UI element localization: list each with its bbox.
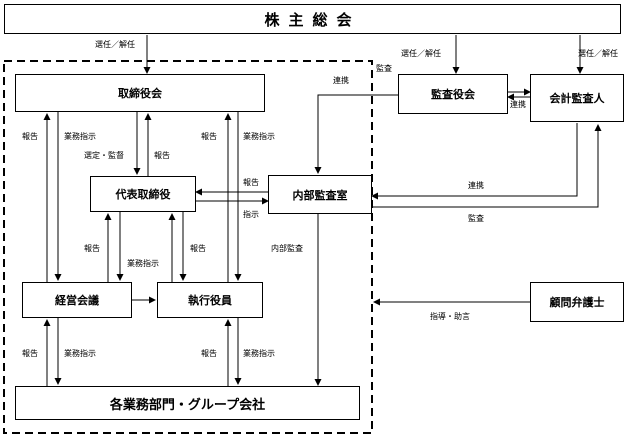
label-appoint-board: 選任／解任 [95, 40, 135, 49]
edge-accountant-ia [371, 123, 578, 200]
label-report-mm: 報告 [84, 244, 100, 253]
label-report-exec: 報告 [190, 244, 206, 253]
label-instruct-mm: 業務指示 [127, 259, 159, 268]
label-coop-right: 連携 [468, 181, 484, 190]
company-boundary [3, 60, 373, 434]
edge-audit-internal [314, 94, 398, 174]
label-report-to-rep: 報告 [243, 178, 259, 187]
label-audit-right: 監査 [468, 214, 484, 223]
label-report-board-left: 報告 [22, 132, 38, 141]
label-select-supervise: 選定・監督 [84, 151, 124, 160]
node-departments: 各業務部門・グループ会社 [15, 386, 360, 420]
node-representative: 代表取締役 [90, 176, 196, 212]
label-guidance: 指導・助言 [430, 312, 470, 321]
label-audit-top: 監査 [376, 64, 392, 73]
label-appoint-accountant: 選任／解任 [578, 49, 618, 58]
label-appoint-audit: 選任／解任 [401, 49, 441, 58]
label-instruct-board-left: 業務指示 [64, 132, 96, 141]
edge-ia-accountant [372, 124, 602, 208]
label-instruct-dept-left: 業務指示 [64, 349, 96, 358]
node-legal-advisor: 顧問弁護士 [530, 282, 624, 322]
node-agm: 株主総会 [4, 4, 621, 34]
label-coop-top: 連携 [333, 76, 349, 85]
node-audit-board: 監査役会 [398, 74, 508, 114]
label-coop-between: 連携 [510, 100, 526, 109]
node-management-meeting: 経営会議 [22, 282, 132, 318]
node-executive-officers: 執行役員 [157, 282, 263, 318]
label-instruct-from-rep: 指示 [243, 210, 259, 219]
label-instruct-dept-right: 業務指示 [243, 349, 275, 358]
label-instruct-board-right: 業務指示 [243, 132, 275, 141]
node-board: 取締役会 [15, 74, 265, 112]
node-internal-audit: 内部監査室 [268, 175, 372, 214]
label-report-dept-right: 報告 [201, 349, 217, 358]
label-report-board-right: 報告 [201, 132, 217, 141]
label-internal-audit-down: 内部監査 [271, 244, 303, 253]
label-report-dept-left: 報告 [22, 349, 38, 358]
node-accounting-auditor: 会計監査人 [530, 74, 624, 122]
label-report-rep-up: 報告 [154, 151, 170, 160]
